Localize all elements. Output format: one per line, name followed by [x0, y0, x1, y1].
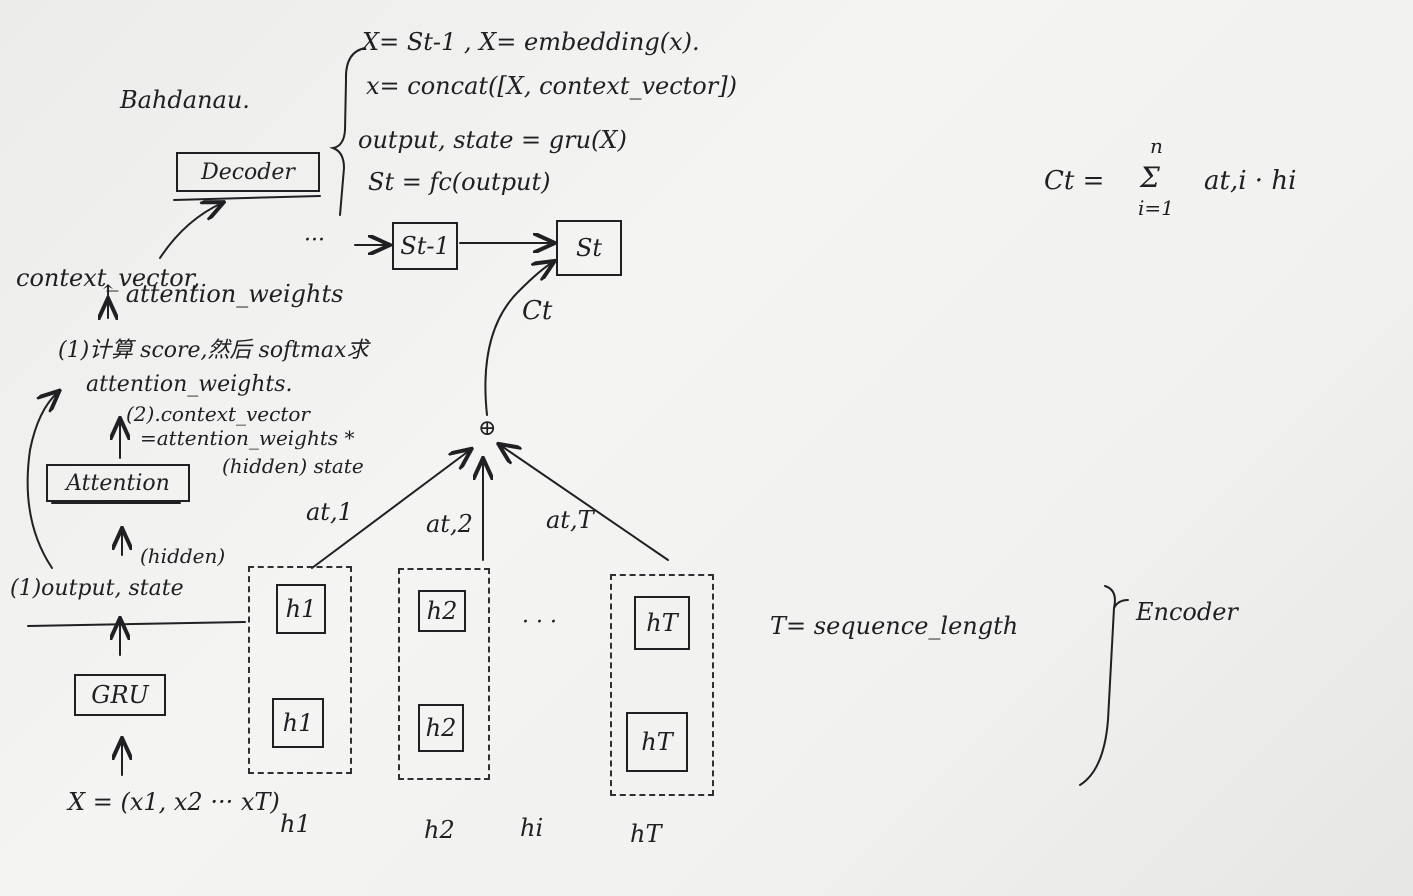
loop-arrow: [26, 392, 58, 569]
decoder-eq-1: X= St-1 , X= embedding(x).: [362, 28, 700, 56]
attention-label: Attention: [66, 470, 170, 496]
note-hidden: (hidden): [140, 544, 226, 568]
bottom-label-h1: h1: [280, 810, 311, 838]
note-context-vector: context_vector,: [16, 264, 201, 292]
h1-forward-box: h1: [276, 584, 326, 634]
formula-rhs: at,i · hi: [1204, 166, 1297, 196]
note-step2b: =attention_weights *: [140, 426, 355, 450]
note-step2c: (hidden) state: [222, 454, 364, 478]
note-step1a: (1)计算 score,然后 softmax求: [58, 338, 369, 363]
note-output-state: (1)output, state: [10, 576, 184, 601]
hT-forward-box: hT: [634, 596, 690, 650]
sum-plus-icon: ⊕: [478, 416, 497, 441]
decoder-eq-3: output, state = gru(X): [358, 126, 627, 154]
hT-backward-box: hT: [626, 712, 688, 772]
encoder-label: Encoder: [1136, 598, 1238, 626]
h1-backward-label: h1: [282, 709, 314, 737]
arrow-aT: [500, 445, 669, 561]
weight-a1: at,1: [306, 498, 353, 526]
input-sequence: X = (x1, x2 ··· xT): [68, 788, 280, 816]
formula-lower: i=1: [1138, 196, 1174, 220]
decoder-eq-4: St = fc(output): [368, 168, 551, 196]
decoder-underline: [173, 195, 321, 201]
sequence-length-note: T= sequence_length: [770, 612, 1019, 640]
h1-backward-box: h1: [272, 698, 324, 748]
attention-box: Attention: [46, 464, 190, 502]
encoder-column-T: [610, 574, 714, 796]
bottom-label-h2: h2: [424, 816, 455, 844]
h2-backward-box: h2: [418, 704, 464, 752]
decoder-eq-2: x= concat([X, context_vector]): [366, 72, 737, 100]
weight-aT: at,T: [546, 506, 594, 534]
formula-lhs: Ct =: [1044, 166, 1105, 196]
decoder-label: Decoder: [201, 159, 295, 185]
decoder-box: Decoder: [176, 152, 320, 192]
state-prev-label: St-1: [400, 232, 450, 260]
gru-label: GRU: [91, 681, 149, 709]
state-curr-box: St: [556, 220, 622, 276]
encoder-brace: [1079, 585, 1116, 786]
hT-forward-label: hT: [646, 609, 678, 637]
h2-forward-box: h2: [418, 590, 466, 632]
bottom-label-hT: hT: [630, 820, 662, 848]
hT-backward-label: hT: [641, 728, 673, 756]
note-step1b: attention_weights.: [86, 372, 293, 397]
h1-forward-label: h1: [285, 595, 317, 623]
encoder-brace-tip: [1113, 599, 1129, 609]
formula-sigma: Σ: [1140, 161, 1160, 194]
note-step2a: (2).context_vector: [126, 402, 310, 426]
title: Bahdanau.: [120, 86, 250, 114]
gru-box: GRU: [74, 674, 166, 716]
note-attention-weights: ↑ attention_weights: [98, 280, 344, 308]
encoder-column-1: [248, 566, 352, 774]
encoder-column-2: [398, 568, 490, 780]
encoder-dots: · · ·: [522, 610, 557, 635]
state-curr-label: St: [575, 234, 603, 262]
arrow-context-to-decoder: [159, 203, 222, 259]
weight-a2: at,2: [426, 510, 473, 538]
context-ct-label: Ct: [522, 296, 553, 326]
h2-backward-label: h2: [425, 714, 457, 742]
h2-forward-label: h2: [426, 597, 458, 625]
arrow-context-to-state: [484, 262, 553, 416]
decoder-brace: [329, 47, 366, 216]
bottom-label-hi: hi: [520, 814, 544, 842]
output-underline: [27, 621, 246, 627]
arrow-a1: [311, 450, 470, 569]
formula-upper: n: [1150, 134, 1163, 158]
state-prev-box: St-1: [392, 222, 458, 270]
state-dots: ···: [304, 228, 325, 253]
